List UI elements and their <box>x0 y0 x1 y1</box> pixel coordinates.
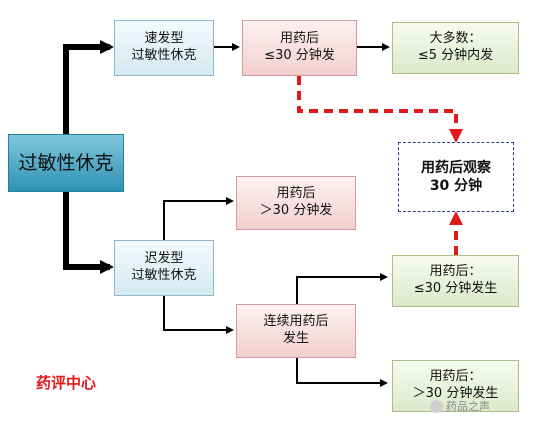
node-cont-le30: 用药后： ≤30 分钟发生 <box>392 255 519 307</box>
dashed-after-to-observe <box>297 76 463 143</box>
footer-label: 药评中心 <box>36 374 97 392</box>
watermark: 药品之声 <box>430 398 490 414</box>
arrow-slow-to-after <box>163 197 234 240</box>
node-slow-after: 用药后 ＞30 分钟发 <box>236 176 356 230</box>
wechat-icon <box>430 399 443 413</box>
node-observe-30min: 用药后观察 30 分钟 <box>398 142 514 212</box>
node-continuous: 连续用药后 发生 <box>236 304 356 358</box>
trunk-to-fast <box>63 40 114 135</box>
arrow-cont-to-le <box>296 273 388 304</box>
arrow-slow-to-continuous <box>163 296 234 334</box>
node-anaphylactic-shock: 过敏性休克 <box>8 134 124 192</box>
node-fast-majority: 大多数： ≤5 分钟内发 <box>392 22 519 74</box>
arrow-cont-to-gt <box>296 358 388 387</box>
node-cont-gt30: 用药后： ＞30 分钟发生 <box>392 360 519 412</box>
node-fast-type: 速发型 过敏性休克 <box>114 20 214 76</box>
node-fast-after: 用药后 ≤30 分钟发 <box>242 20 357 76</box>
node-slow-type: 迟发型 过敏性休克 <box>114 240 214 296</box>
trunk-to-slow <box>63 192 114 274</box>
